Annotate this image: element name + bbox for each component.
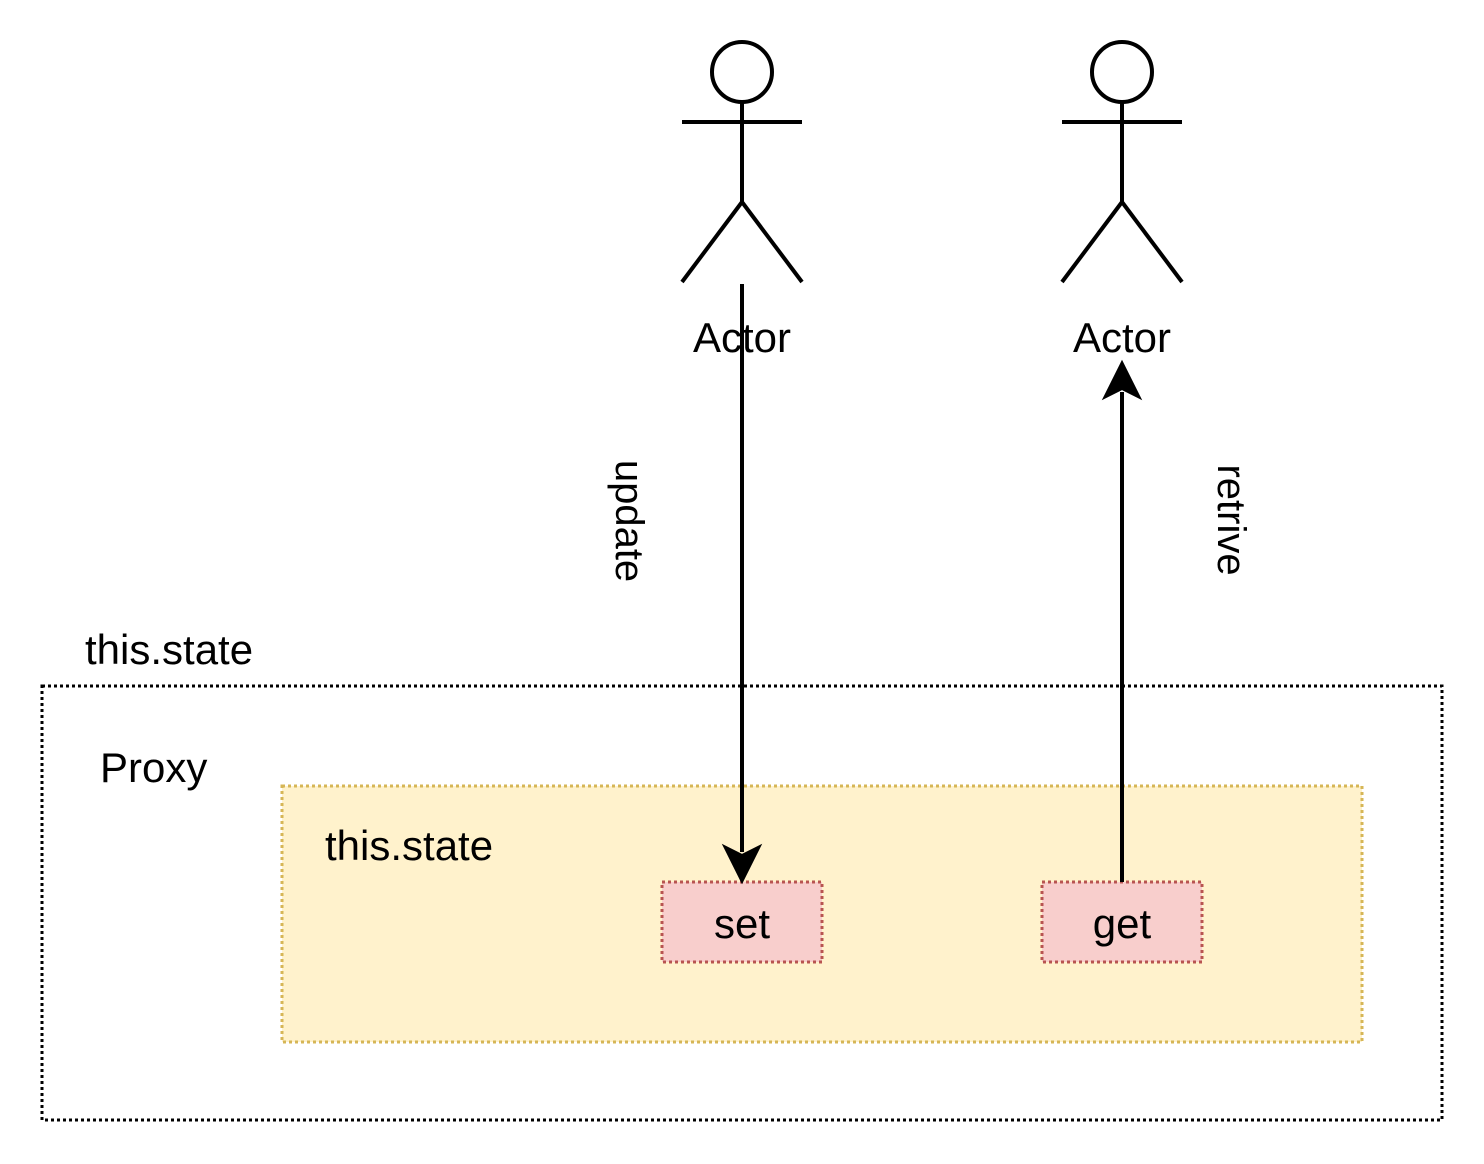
get-method-box[interactable]: get	[1040, 880, 1204, 964]
actor-1-head	[710, 40, 774, 104]
get-label: get	[1093, 900, 1152, 947]
actor-2-label: Actor	[1073, 314, 1171, 361]
retrive-arrowhead	[1101, 359, 1143, 401]
proxy-container[interactable]	[40, 684, 1444, 1122]
outer-this-state-label: this.state	[85, 626, 253, 673]
update-arrow[interactable]	[721, 284, 763, 885]
actor-2-head	[1090, 40, 1154, 104]
retrive-arrow[interactable]	[1101, 359, 1143, 882]
update-label: update	[607, 460, 651, 582]
retrive-label: retrive	[1209, 464, 1253, 575]
set-label: set	[714, 900, 770, 947]
actor-1[interactable]	[680, 40, 804, 284]
actor-2[interactable]	[1060, 40, 1184, 284]
inner-this-state-label: this.state	[325, 822, 493, 869]
update-arrowhead	[721, 843, 763, 885]
set-method-box[interactable]: set	[660, 880, 824, 964]
proxy-label: Proxy	[100, 744, 207, 791]
